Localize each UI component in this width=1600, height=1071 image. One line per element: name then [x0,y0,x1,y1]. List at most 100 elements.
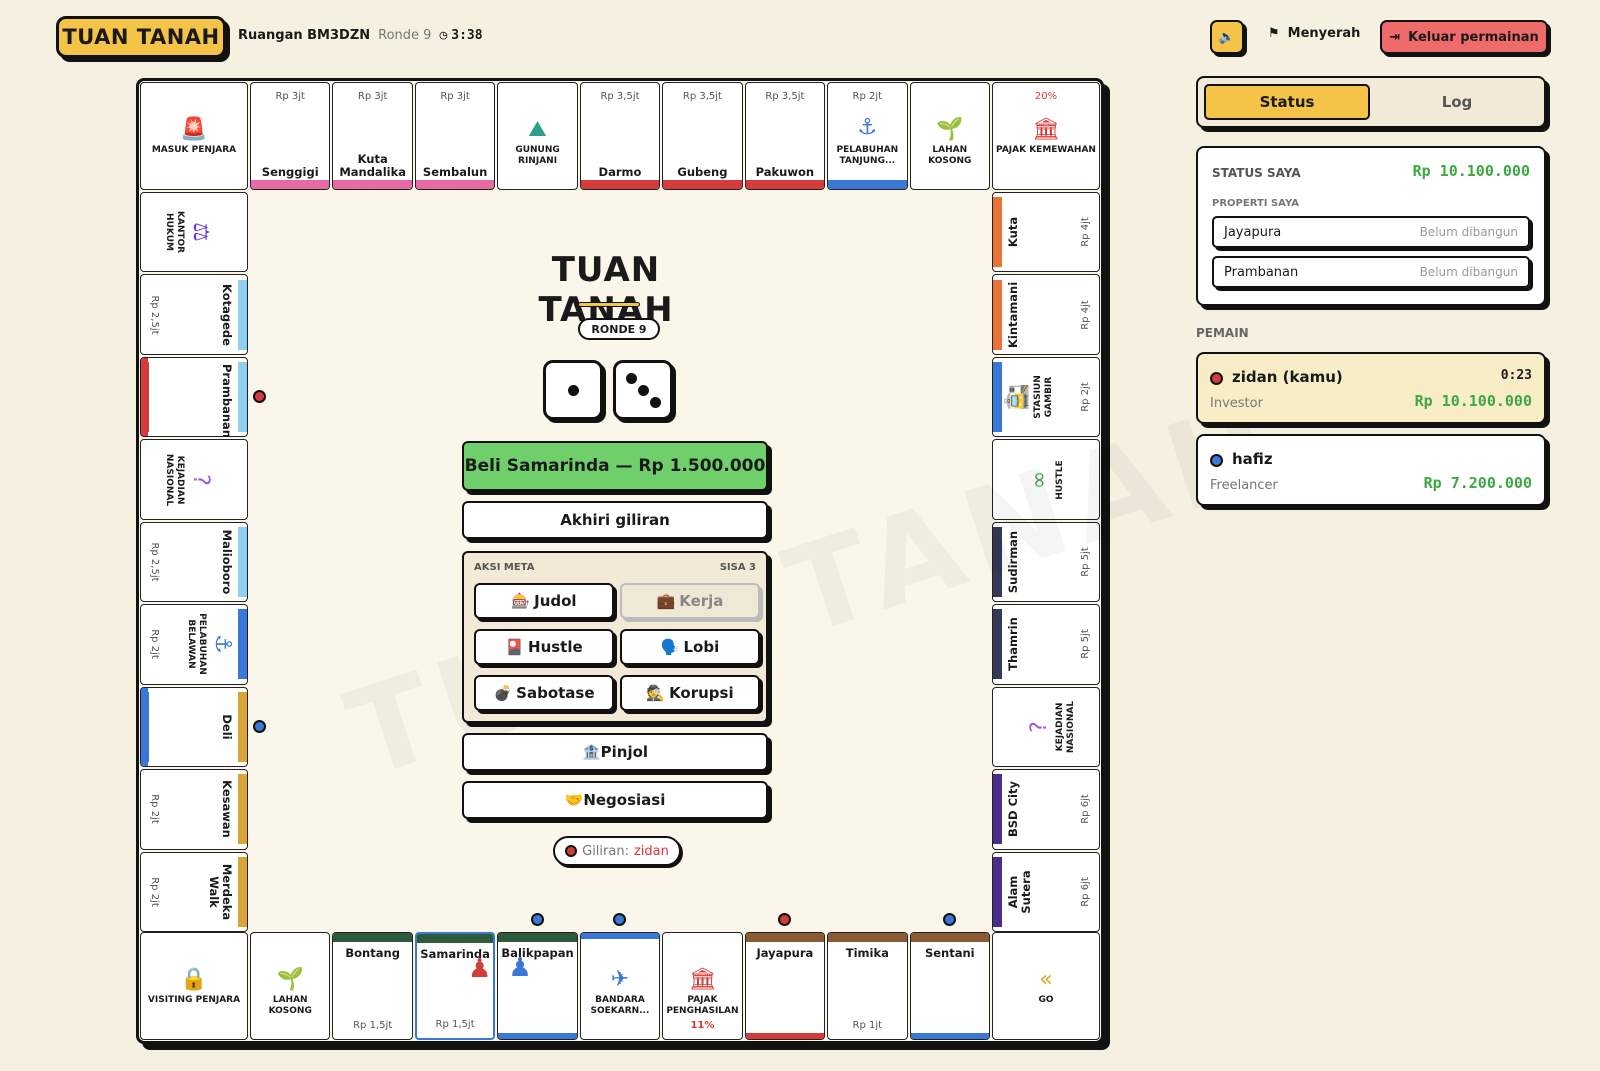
tile-bandara-soekarn[interactable]: ✈BANDARA SOEKARN... [579,932,661,1040]
tile-price: Rp 6jt [1080,794,1091,825]
tile-name: Sudirman [1006,530,1020,594]
sound-button[interactable]: 🔈 [1210,20,1244,54]
lobi-button[interactable]: 🗣️Lobi [620,629,760,665]
negotiate-button[interactable]: 🤝Negosiasi [462,781,768,819]
tile-name: Sentani [924,946,975,960]
siren-icon: 🚨 [180,117,208,142]
tile-name: Sembalun [422,165,488,179]
tab-status[interactable]: Status [1204,84,1370,120]
die-1[interactable] [543,360,603,420]
tile-name: Thamrin [1006,617,1020,672]
pinjol-button[interactable]: 🏦Pinjol [462,733,768,771]
tile-label: BANDARA SOEKARN... [590,995,650,1016]
tile-go[interactable]: «GO [992,932,1100,1040]
korupsi-button[interactable]: 🕵️Korupsi [620,675,760,711]
sprout-icon: 🌱 [936,117,964,142]
tile-price: Rp 2jt [149,794,160,825]
tile-kejadian-nasional[interactable]: ?KEJADIAN NASIONAL [140,439,248,520]
owner-dot-prambanan [253,390,266,404]
tile-sentani[interactable]: Sentani [909,932,990,1040]
owner-bar [745,1033,825,1039]
tile-name: Senggigi [261,165,319,179]
tile-label: PAJAK PENGHASILAN [666,995,739,1016]
speaker-icon: 🔈 [1218,29,1236,45]
die-pip [638,385,649,396]
hustle-icon: ∞ [1027,470,1052,489]
die-pip [650,397,661,408]
tab-log[interactable]: Log [1441,93,1473,111]
tile-name: Kuta [1006,217,1020,248]
tile-masuk-penjara[interactable]: 🚨MASUK PENJARA [140,82,248,190]
tile-kantor-hukum[interactable]: ⚖KANTOR HUKUM [140,192,248,273]
tile-name: Darmo [598,165,642,179]
end-turn-button[interactable]: Akhiri giliran [462,501,768,539]
tile-lahan-kosong[interactable]: 🌱LAHAN KOSONG [250,932,331,1040]
owner-bar [580,933,660,939]
surrender-button[interactable]: ⚑Menyerah [1268,26,1360,41]
kerja-button[interactable]: 💼Kerja [620,583,760,619]
tile-color-bar [993,774,1002,845]
tile-jayapura[interactable]: Jayapura [744,932,826,1040]
game-timer: ◷3:38 [439,28,482,43]
property-name: Prambanan [1224,264,1299,280]
tile-kejadian-nasional[interactable]: ?KEJADIAN NASIONAL [992,686,1100,768]
tile-prambanan[interactable]: Prambanan [140,356,248,438]
tile-visiting-penjara[interactable]: 🔒VISITING PENJARA [140,932,248,1040]
tax-rate: 20% [1034,91,1058,102]
tile-name: Jayapura [756,946,814,960]
sabotase-button[interactable]: 💣Sabotase [474,675,614,711]
tile-balikpapan[interactable]: Balikpapan♟ [497,932,578,1040]
hustle-button[interactable]: 🎴Hustle [474,629,614,665]
tile-price: Rp 1,5jt [435,1019,475,1030]
tile-label: KANTOR HUKUM [164,211,185,254]
handshake-icon: 🤝 [564,791,584,809]
tile-hustle[interactable]: ∞HUSTLE [992,439,1100,520]
tile-inner: ?KEJADIAN NASIONAL [993,692,1099,762]
tile-price: Rp 1,5jt [353,1020,393,1031]
owner-bar [498,1033,577,1039]
detective-icon: 🕵️ [646,684,666,702]
tile-price: Rp 2jt [1080,382,1091,412]
die-2[interactable] [613,360,673,420]
tile-deli[interactable]: Deli [140,686,248,768]
tile-gunung-rinjani[interactable]: ⛰GUNUNG RINJANI [497,82,578,190]
tile-price: Rp 3,5jt [765,91,805,102]
tile-pelabuhan-tanjung[interactable]: ⚓PELABUHAN TANJUNG...Rp 2jt [827,82,908,190]
judol-button[interactable]: 🎰Judol [474,583,614,619]
my-status-panel: STATUS SAYA Rp 10.100.000 PROPERTI SAYA … [1196,146,1546,306]
leave-game-button[interactable]: ⇥Keluar permainan [1380,20,1548,54]
buy-property-button[interactable]: Beli Samarinda — Rp 1.500.000 [462,441,768,491]
tile-lahan-kosong[interactable]: 🌱LAHAN KOSONG [909,82,990,190]
scale-icon: ⚖ [188,222,213,243]
tile-price: Rp 2jt [149,876,160,907]
